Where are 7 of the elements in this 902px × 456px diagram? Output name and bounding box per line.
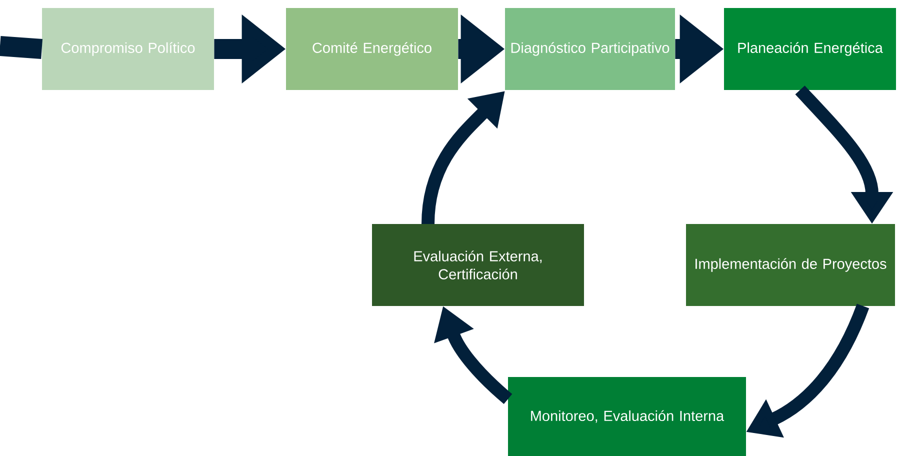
- process-box: Comité Energético: [286, 8, 458, 90]
- process-box: Compromiso Político: [42, 8, 214, 90]
- process-box: Evaluación Externa, Certificación: [372, 224, 584, 306]
- process-box: Implementación de Proyectos: [686, 224, 895, 306]
- process-box: Monitoreo, Evaluación Interna: [508, 377, 746, 456]
- process-box: Diagnóstico Participativo: [505, 8, 675, 90]
- process-box: Planeación Energética: [724, 8, 896, 90]
